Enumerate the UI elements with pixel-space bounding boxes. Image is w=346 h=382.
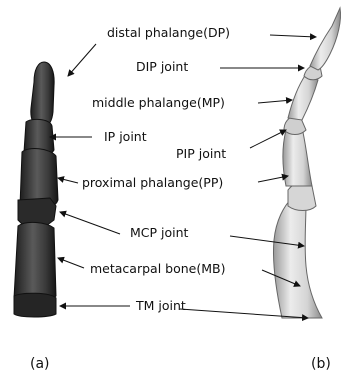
metacarpal-bone-b: [273, 198, 322, 318]
middle-phalange-b: [288, 74, 318, 120]
mcp-joint-b: [288, 183, 316, 211]
proximal-phalange-b: [283, 128, 312, 186]
tm-joint-a: [14, 293, 56, 317]
distal-phalange-b: [310, 8, 341, 70]
caption-b: (b): [311, 356, 331, 372]
arrow-dp-to-a: [68, 44, 96, 76]
arrow-pp-b: [258, 176, 288, 182]
arrow-pp-a: [58, 178, 78, 183]
arrow-mp-to-b: [258, 100, 292, 103]
arrow-mcp-to-a: [60, 212, 120, 234]
arrow-mb-to-a: [58, 258, 84, 268]
label-dip-joint: DIP joint: [136, 60, 188, 74]
thumb-model-a: [14, 62, 58, 317]
metacarpal-bone-a: [14, 222, 56, 303]
label-metacarpal-bone: metacarpal bone(MB): [90, 262, 225, 276]
label-distal-phalange: distal phalange(DP): [107, 26, 230, 40]
label-ip-joint: IP joint: [104, 130, 147, 144]
distal-phalange-a: [31, 62, 54, 128]
arrow-dp-to-b: [270, 35, 316, 37]
label-tm-joint: TM joint: [136, 299, 186, 313]
thumb-model-b: [273, 8, 340, 318]
label-middle-phalange: middle phalange(MP): [92, 96, 225, 110]
caption-a: (a): [30, 356, 50, 372]
label-pip-joint: PIP joint: [176, 147, 226, 161]
label-proximal-phalange: proximal phalange(PP): [82, 176, 223, 190]
label-mcp-joint: MCP joint: [130, 226, 188, 240]
arrow-pip-to-b: [250, 130, 286, 148]
